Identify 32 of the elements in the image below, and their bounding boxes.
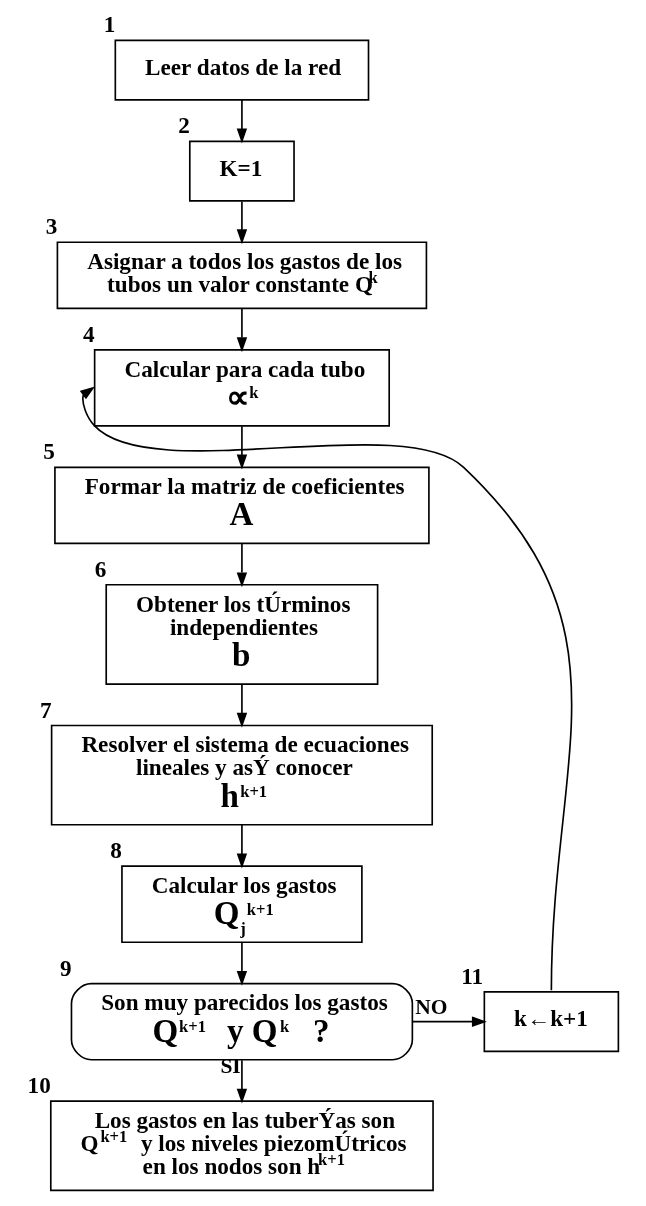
node-box: Leer datos de la red <box>114 39 370 101</box>
arrow <box>236 1059 248 1104</box>
node-box: Son muy parecidos los gastos Q$^{k+1}$ y Q$^{k}$ ? <box>70 982 414 1061</box>
node-box: k←k+1 <box>483 991 620 1053</box>
arrow <box>236 99 248 144</box>
node-label: 11 <box>461 962 484 989</box>
node-label: 1 <box>103 11 116 38</box>
node-label: 8 <box>110 837 122 864</box>
arrow <box>236 543 248 588</box>
arrow <box>236 941 248 986</box>
node-label: 6 <box>94 555 107 582</box>
edge-label: NO <box>415 995 448 1020</box>
node-label: 10 <box>27 1072 51 1099</box>
node-box: Los gastos en las tuberÝas son Q$^{k+1}$ y los niveles piezomÚtricos en los nodos son h$^{k+1}$ <box>49 1100 434 1192</box>
arrow <box>236 307 248 353</box>
node-label: 2 <box>178 112 190 139</box>
node-box: Formar la matriz de coeficientes A <box>54 466 430 545</box>
arrow <box>412 1016 487 1027</box>
node-label: 5 <box>43 438 55 465</box>
node-box: Resolver el sistema de ecuaciones lineales y asÝ conocer h$^{k+1}$ <box>50 724 434 826</box>
node-label: 7 <box>40 696 52 723</box>
node-label: 4 <box>83 320 95 347</box>
arrow <box>236 824 248 869</box>
node-box: Obtener los tÚrminos independientes b <box>105 583 379 685</box>
node-label: 3 <box>45 213 58 240</box>
node-box: Calcular para cada tubo ∝$^{k}$ <box>93 349 390 427</box>
arrow <box>236 425 248 470</box>
arrow <box>236 683 248 728</box>
arrow <box>236 200 248 245</box>
arrow <box>79 386 573 992</box>
node-box: K=1 <box>188 140 295 202</box>
node-label: 9 <box>59 954 72 981</box>
